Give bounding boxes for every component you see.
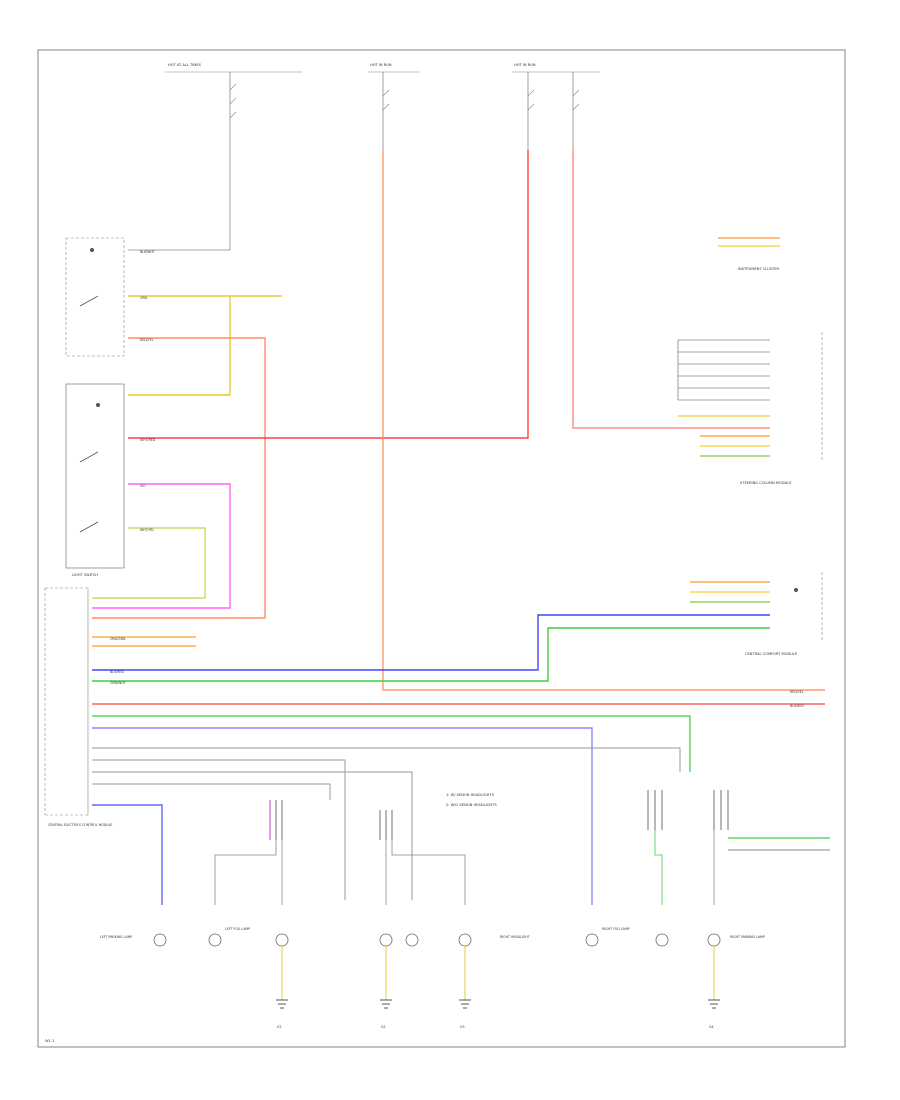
body-module-label: CENTRAL ELECTRICS CONTROL MODULE xyxy=(48,823,112,827)
steering-module-group: STEERING COLUMN MODULE xyxy=(677,332,823,485)
steering-module-label: STEERING COLUMN MODULE xyxy=(740,481,792,485)
legend-line-2: 2: W/O XENON HEADLIGHTS xyxy=(446,803,497,807)
lamp-left-headlight-1 xyxy=(275,933,289,947)
ground-symbol-4: G4 xyxy=(708,999,720,1029)
wire-tag-8: GRN/WHT xyxy=(110,681,126,685)
wire-green-right xyxy=(92,715,691,772)
left-connector-block: CENTRAL ELECTRICS CONTROL MODULE xyxy=(44,587,112,827)
lamp-right-headlight: RIGHT HEADLIGHT xyxy=(458,933,530,947)
fuse-panel-label: HOT AT ALL TIMES xyxy=(168,63,202,67)
ground-symbol-3: G3 xyxy=(459,999,471,1029)
wire-magenta xyxy=(92,483,231,609)
connector-plugs xyxy=(269,790,830,851)
page-label: W1-1 xyxy=(45,1039,54,1043)
wire-pale-red-right xyxy=(572,150,770,429)
wire-yellow-lower xyxy=(128,296,231,396)
fuse-panel-left: HOT AT ALL TIMES xyxy=(128,63,302,251)
wire-tags: BLK/WHT GRN RED/YEL WHT/RED VIO WHT/YEL … xyxy=(110,250,804,708)
diagram-frame xyxy=(37,49,846,1048)
legend-line-1: 1: W/ XENON HEADLIGHTS xyxy=(446,793,495,797)
lamp-left-fog: LEFT FOG LAMP xyxy=(208,927,250,947)
wire-pink-orange xyxy=(92,337,266,619)
ground-label-4: G4 xyxy=(709,1025,714,1029)
wire-gray-4 xyxy=(92,783,331,800)
ground-symbols: G1 G2 G3 G4 xyxy=(276,999,720,1029)
lamp-drop-lines xyxy=(214,830,715,905)
lamp-left-headlight-2 xyxy=(379,933,393,947)
lamp-left-parking-label: LEFT PARKING LAMP xyxy=(100,935,132,939)
fuse-panel-right: HOT IN RUN xyxy=(512,63,600,150)
lamp-right-headlight-label: RIGHT HEADLIGHT xyxy=(500,935,530,939)
wire-tag-6: ORG/GRN xyxy=(110,637,126,641)
light-switch-label: LIGHT SWITCH xyxy=(72,573,98,577)
wire-green-bus xyxy=(92,627,770,682)
wire-gray-3 xyxy=(92,771,413,900)
hot-run-label-2: HOT IN RUN xyxy=(514,63,536,67)
wire-tag-2: RED/YEL xyxy=(140,338,154,342)
ground-symbol-2: G2 xyxy=(380,999,392,1029)
ground-label-2: G2 xyxy=(381,1025,386,1029)
ground-label-1: G1 xyxy=(277,1025,282,1029)
lamp-row: LEFT PARKING LAMP LEFT FOG LAMP RIGHT HE… xyxy=(100,927,765,947)
wire-tag-1: GRN xyxy=(140,296,148,300)
wire-blue-bus xyxy=(92,614,770,671)
wire-red-vertical xyxy=(382,150,825,691)
ground-symbol-1: G1 xyxy=(276,999,288,1029)
wire-tag-4: VIO xyxy=(140,484,146,488)
wire-tag-3: WHT/RED xyxy=(140,438,156,442)
ground-wires xyxy=(281,946,715,1000)
lamp-right-parking-2: RIGHT PARKING LAMP xyxy=(707,933,765,947)
lamp-left-headlight-3 xyxy=(405,933,419,947)
instrument-cluster-group: INSTRUMENT CLUSTER xyxy=(718,237,780,271)
legend: 1: W/ XENON HEADLIGHTS 2: W/O XENON HEAD… xyxy=(446,793,497,807)
wire-gray-2 xyxy=(92,759,346,900)
wire-red-main xyxy=(128,150,529,439)
lamp-left-parking: LEFT PARKING LAMP xyxy=(100,933,167,947)
comfort-module-group: CENTRAL COMFORT MODULE xyxy=(690,572,823,656)
lamp-right-fog-label: RIGHT FOG LAMP xyxy=(602,927,630,931)
hot-run-label-1: HOT IN RUN xyxy=(370,63,392,67)
lamp-right-parking-label: RIGHT PARKING LAMP xyxy=(730,935,765,939)
wire-tag-9: RED/YEL xyxy=(790,690,804,694)
wire-tag-0: BLK/WHT xyxy=(140,250,155,254)
lamp-left-fog-label: LEFT FOG LAMP xyxy=(225,927,250,931)
ground-label-3: G3 xyxy=(460,1025,465,1029)
wire-blue-left-lamp xyxy=(92,804,163,905)
wire-tag-10: BLK/RED xyxy=(790,704,804,708)
wire-lime xyxy=(92,527,206,599)
wire-tag-5: WHT/YEL xyxy=(140,528,155,532)
wire-tag-7: BLU/RED xyxy=(110,670,124,674)
comfort-module-label: CENTRAL COMFORT MODULE xyxy=(745,652,798,656)
wire-gray-1 xyxy=(92,747,681,772)
wire-lightblue-right xyxy=(92,727,593,905)
lamp-right-fog: RIGHT FOG LAMP xyxy=(585,927,630,947)
instrument-cluster-label: INSTRUMENT CLUSTER xyxy=(738,267,779,271)
light-switch-module: LIGHT SWITCH xyxy=(65,237,125,577)
lamp-right-parking-1 xyxy=(655,933,669,947)
fuse-panel-middle: HOT IN RUN xyxy=(368,63,420,150)
